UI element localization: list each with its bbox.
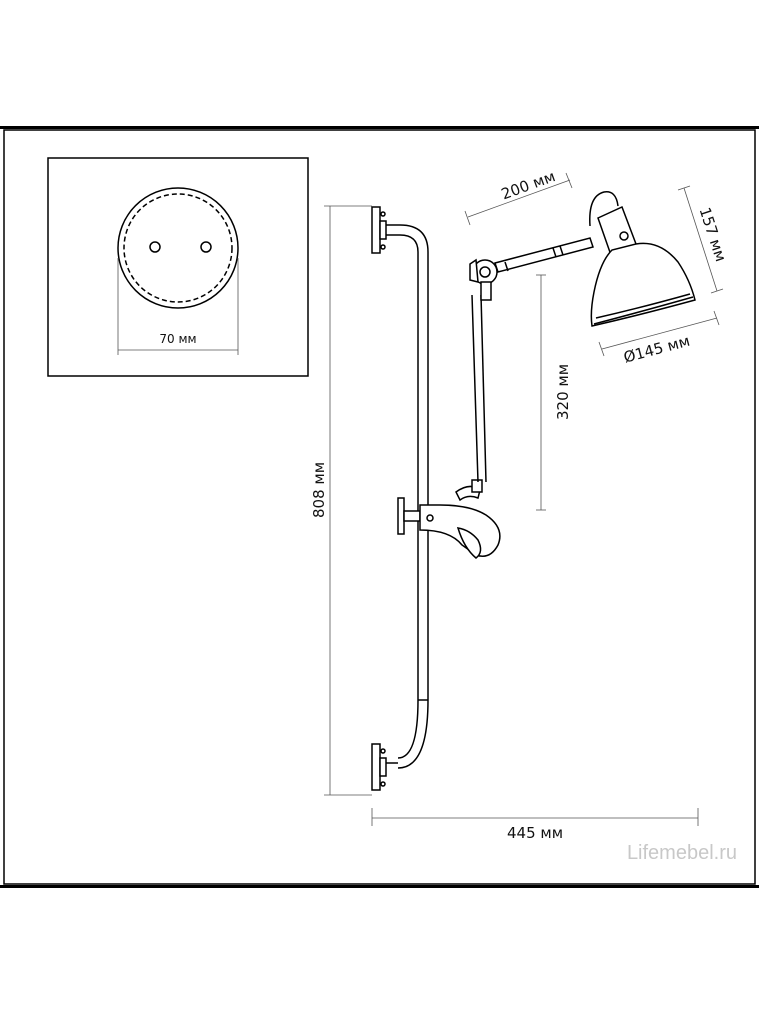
horizontal-arm [494,237,594,273]
vertical-reach-dimension: 320 мм [536,274,572,511]
vertical-arm [471,294,487,483]
total-height-label: 808 мм [310,462,328,518]
height-dimension: 808 мм [310,205,372,796]
pivot-joint [469,258,498,301]
shade-height-label: 157 мм [696,205,730,264]
screw-hole-right [200,241,212,253]
mount-plate-dashed-ring [123,193,233,303]
shade-diameter-label: Ø145 мм [622,332,692,367]
drawing-frame [0,126,759,888]
watermark-text: Lifemebel.ru [626,842,737,864]
lamp-shade [589,191,696,327]
vertical-reach-label: 320 мм [554,364,572,420]
mount-plate-detail: 70 мм [47,157,309,377]
width-dimension: 445 мм [371,808,699,842]
outer-border [3,129,756,885]
mount-plate-outline [117,187,239,309]
screw-hole-left [149,241,161,253]
wall-rail [371,206,429,791]
arm-length-dimension: 200 мм [464,167,573,226]
mount-diameter-label: 70 мм [159,332,196,346]
total-width-label: 445 мм [507,824,563,842]
arm-length-label: 200 мм [499,167,558,203]
rail-clamp [397,479,501,559]
